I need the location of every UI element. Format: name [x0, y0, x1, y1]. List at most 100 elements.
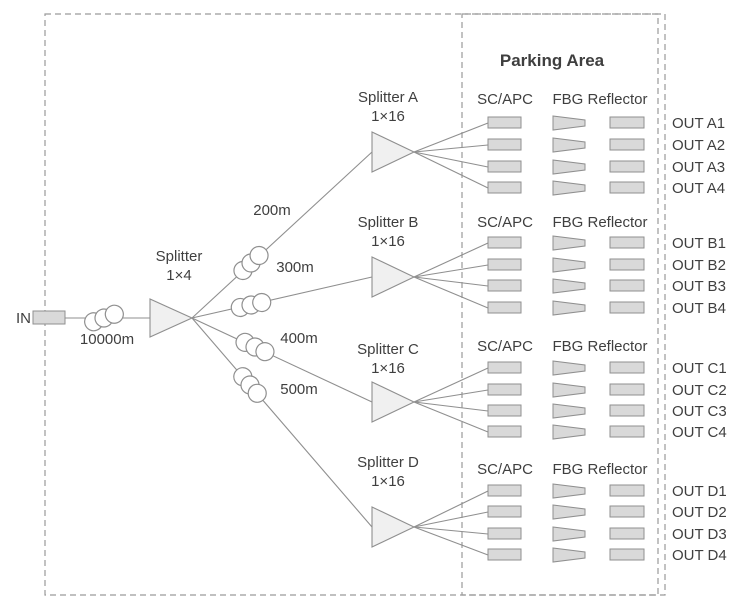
out-label: OUT A3	[672, 159, 725, 176]
fbg-reflector-wedge	[552, 115, 586, 131]
fbg-reflector-header-d: FBG Reflector	[552, 461, 647, 478]
in-connector	[32, 310, 66, 325]
sc-apc-connector	[487, 505, 522, 518]
sc-apc-connector	[487, 361, 522, 374]
sc-apc-connector	[487, 484, 522, 497]
in-label: IN	[16, 310, 31, 327]
out-label: OUT C4	[672, 424, 727, 441]
fbg-reflector-wedge	[552, 159, 586, 175]
out-label: OUT D3	[672, 526, 727, 543]
fbg-reflector-body	[609, 116, 645, 129]
out-label: OUT D2	[672, 504, 727, 521]
fiber-coil-d	[233, 367, 267, 403]
fbg-reflector-body	[609, 505, 645, 518]
fbg-reflector-wedge	[552, 235, 586, 251]
out-label: OUT A4	[672, 180, 725, 197]
fbg-reflector-header-b: FBG Reflector	[552, 214, 647, 231]
branch-fiber-line-c	[191, 317, 373, 403]
sc-apc-header-b: SC/APC	[477, 214, 533, 231]
fanout-line	[413, 122, 489, 153]
fbg-reflector-body	[609, 425, 645, 438]
sc-apc-connector	[487, 279, 522, 292]
fbg-reflector-wedge	[552, 547, 586, 563]
fbg-reflector-body	[609, 361, 645, 374]
fanout-line	[413, 242, 489, 278]
system-boundary-box	[44, 13, 666, 596]
fiber-coil-a	[233, 245, 269, 281]
fbg-reflector-wedge	[552, 403, 586, 419]
fbg-reflector-wedge	[552, 424, 586, 440]
fbg-reflector-body	[609, 301, 645, 314]
splitter-b-name: Splitter B	[358, 214, 419, 231]
fbg-reflector-header-a: FBG Reflector	[552, 91, 647, 108]
fiber-length-label-d: 500m	[280, 381, 318, 398]
fbg-reflector-body	[609, 548, 645, 561]
out-label: OUT D1	[672, 483, 727, 500]
out-label: OUT C3	[672, 403, 727, 420]
out-label: OUT C1	[672, 360, 727, 377]
sc-apc-header-a: SC/APC	[477, 91, 533, 108]
fbg-reflector-wedge	[552, 360, 586, 376]
sc-apc-connector	[487, 301, 522, 314]
sc-apc-header-d: SC/APC	[477, 461, 533, 478]
fanout-line	[413, 401, 489, 412]
splitter-c	[371, 381, 416, 423]
sc-apc-connector	[487, 404, 522, 417]
splitter-a	[371, 131, 416, 173]
main-splitter	[149, 298, 194, 338]
sc-apc-connector	[487, 160, 522, 173]
fbg-reflector-wedge	[552, 300, 586, 316]
main-splitter-ratio: 1×4	[166, 267, 191, 284]
fanout-line	[413, 264, 489, 278]
fanout-line	[413, 526, 489, 556]
splitter-d	[371, 506, 416, 548]
splitter-a-ratio: 1×16	[371, 108, 405, 125]
splitter-d-name: Splitter D	[357, 454, 419, 471]
splitter-b	[371, 256, 416, 298]
splitter-d-ratio: 1×16	[371, 473, 405, 490]
out-label: OUT C2	[672, 382, 727, 399]
fbg-reflector-body	[609, 181, 645, 194]
sc-apc-connector	[487, 383, 522, 396]
fbg-reflector-body	[609, 236, 645, 249]
sc-apc-header-c: SC/APC	[477, 338, 533, 355]
fanout-line	[413, 367, 489, 403]
fanout-line	[413, 151, 489, 168]
fbg-reflector-header-c: FBG Reflector	[552, 338, 647, 355]
sc-apc-connector	[487, 181, 522, 194]
out-label: OUT A2	[672, 137, 725, 154]
fbg-reflector-body	[609, 404, 645, 417]
sc-apc-connector	[487, 236, 522, 249]
splitter-b-ratio: 1×16	[371, 233, 405, 250]
fbg-reflector-wedge	[552, 257, 586, 273]
out-label: OUT B1	[672, 235, 726, 252]
fanout-line	[413, 511, 489, 528]
fiber-length-label-a: 200m	[253, 202, 291, 219]
branch-fiber-line-d	[191, 317, 373, 528]
fbg-reflector-wedge	[552, 278, 586, 294]
fbg-reflector-body	[609, 279, 645, 292]
out-label: OUT B4	[672, 300, 726, 317]
fbg-reflector-body	[609, 258, 645, 271]
out-label: OUT B3	[672, 278, 726, 295]
splitter-a-name: Splitter A	[358, 89, 418, 106]
parking-area-box	[461, 13, 659, 596]
fbg-reflector-body	[609, 484, 645, 497]
fanout-line	[413, 144, 489, 153]
fiber-coil-b	[230, 292, 272, 318]
branch-fiber-line-b	[191, 276, 373, 319]
fiber-coil-input	[84, 304, 124, 332]
fbg-reflector-wedge	[552, 137, 586, 153]
out-label: OUT A1	[672, 115, 725, 132]
fbg-reflector-wedge	[552, 382, 586, 398]
fiber-length-label-b: 300m	[276, 259, 314, 276]
fiber-length-label-c: 400m	[280, 330, 318, 347]
sc-apc-connector	[487, 425, 522, 438]
fbg-reflector-body	[609, 160, 645, 173]
splitter-c-ratio: 1×16	[371, 360, 405, 377]
fanout-line	[413, 490, 489, 528]
splitter-c-name: Splitter C	[357, 341, 419, 358]
out-label: OUT B2	[672, 257, 726, 274]
